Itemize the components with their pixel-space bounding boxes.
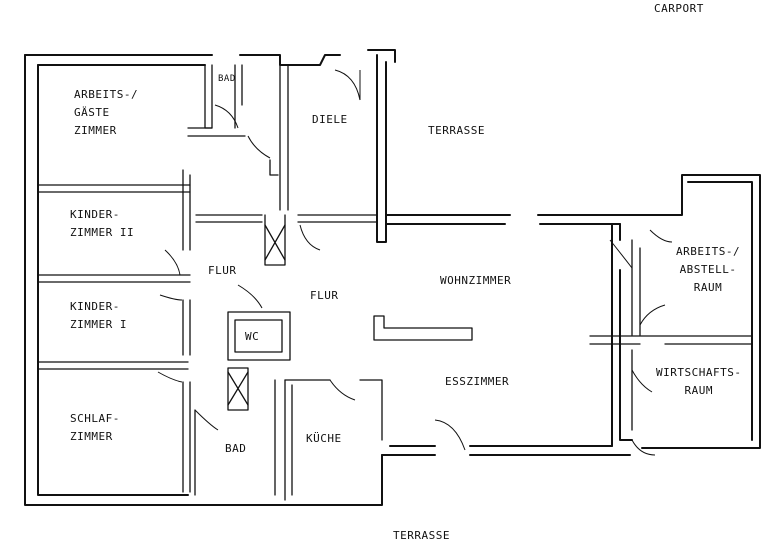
exterior-walls xyxy=(24,49,761,506)
label-flur-center: FLUR xyxy=(310,289,339,302)
label-wc: WC xyxy=(245,330,260,343)
label-bad-bottom: BAD xyxy=(225,442,247,455)
label-schlafzimmer: SCHLAF- ZIMMER xyxy=(70,412,120,443)
label-carport: CARPORT xyxy=(654,2,704,15)
label-terrasse-bottom: TERRASSE xyxy=(393,529,450,542)
label-bad-top: BAD xyxy=(218,74,236,84)
label-diele: DIELE xyxy=(312,113,348,126)
label-arbeits-gaeste-zimmer: ARBEITS-/ GÄSTE ZIMMER xyxy=(74,88,139,137)
label-wohnzimmer: WOHNZIMMER xyxy=(440,274,512,287)
label-arbeits-abstellraum: ARBEITS-/ ABSTELL- RAUM xyxy=(676,245,741,294)
interior-walls xyxy=(37,64,753,501)
label-kinderzimmer-2: KINDER- ZIMMER II xyxy=(70,208,135,239)
label-wirtschaftsraum: WIRTSCHAFTS- RAUM xyxy=(656,366,742,397)
label-kinderzimmer-1: KINDER- ZIMMER I xyxy=(70,300,127,331)
label-kueche: KÜCHE xyxy=(306,432,342,445)
door-swings xyxy=(157,69,673,456)
label-esszimmer: ESSZIMMER xyxy=(445,375,510,388)
label-flur-left: FLUR xyxy=(208,264,237,277)
label-terrasse-top: TERRASSE xyxy=(428,124,485,137)
